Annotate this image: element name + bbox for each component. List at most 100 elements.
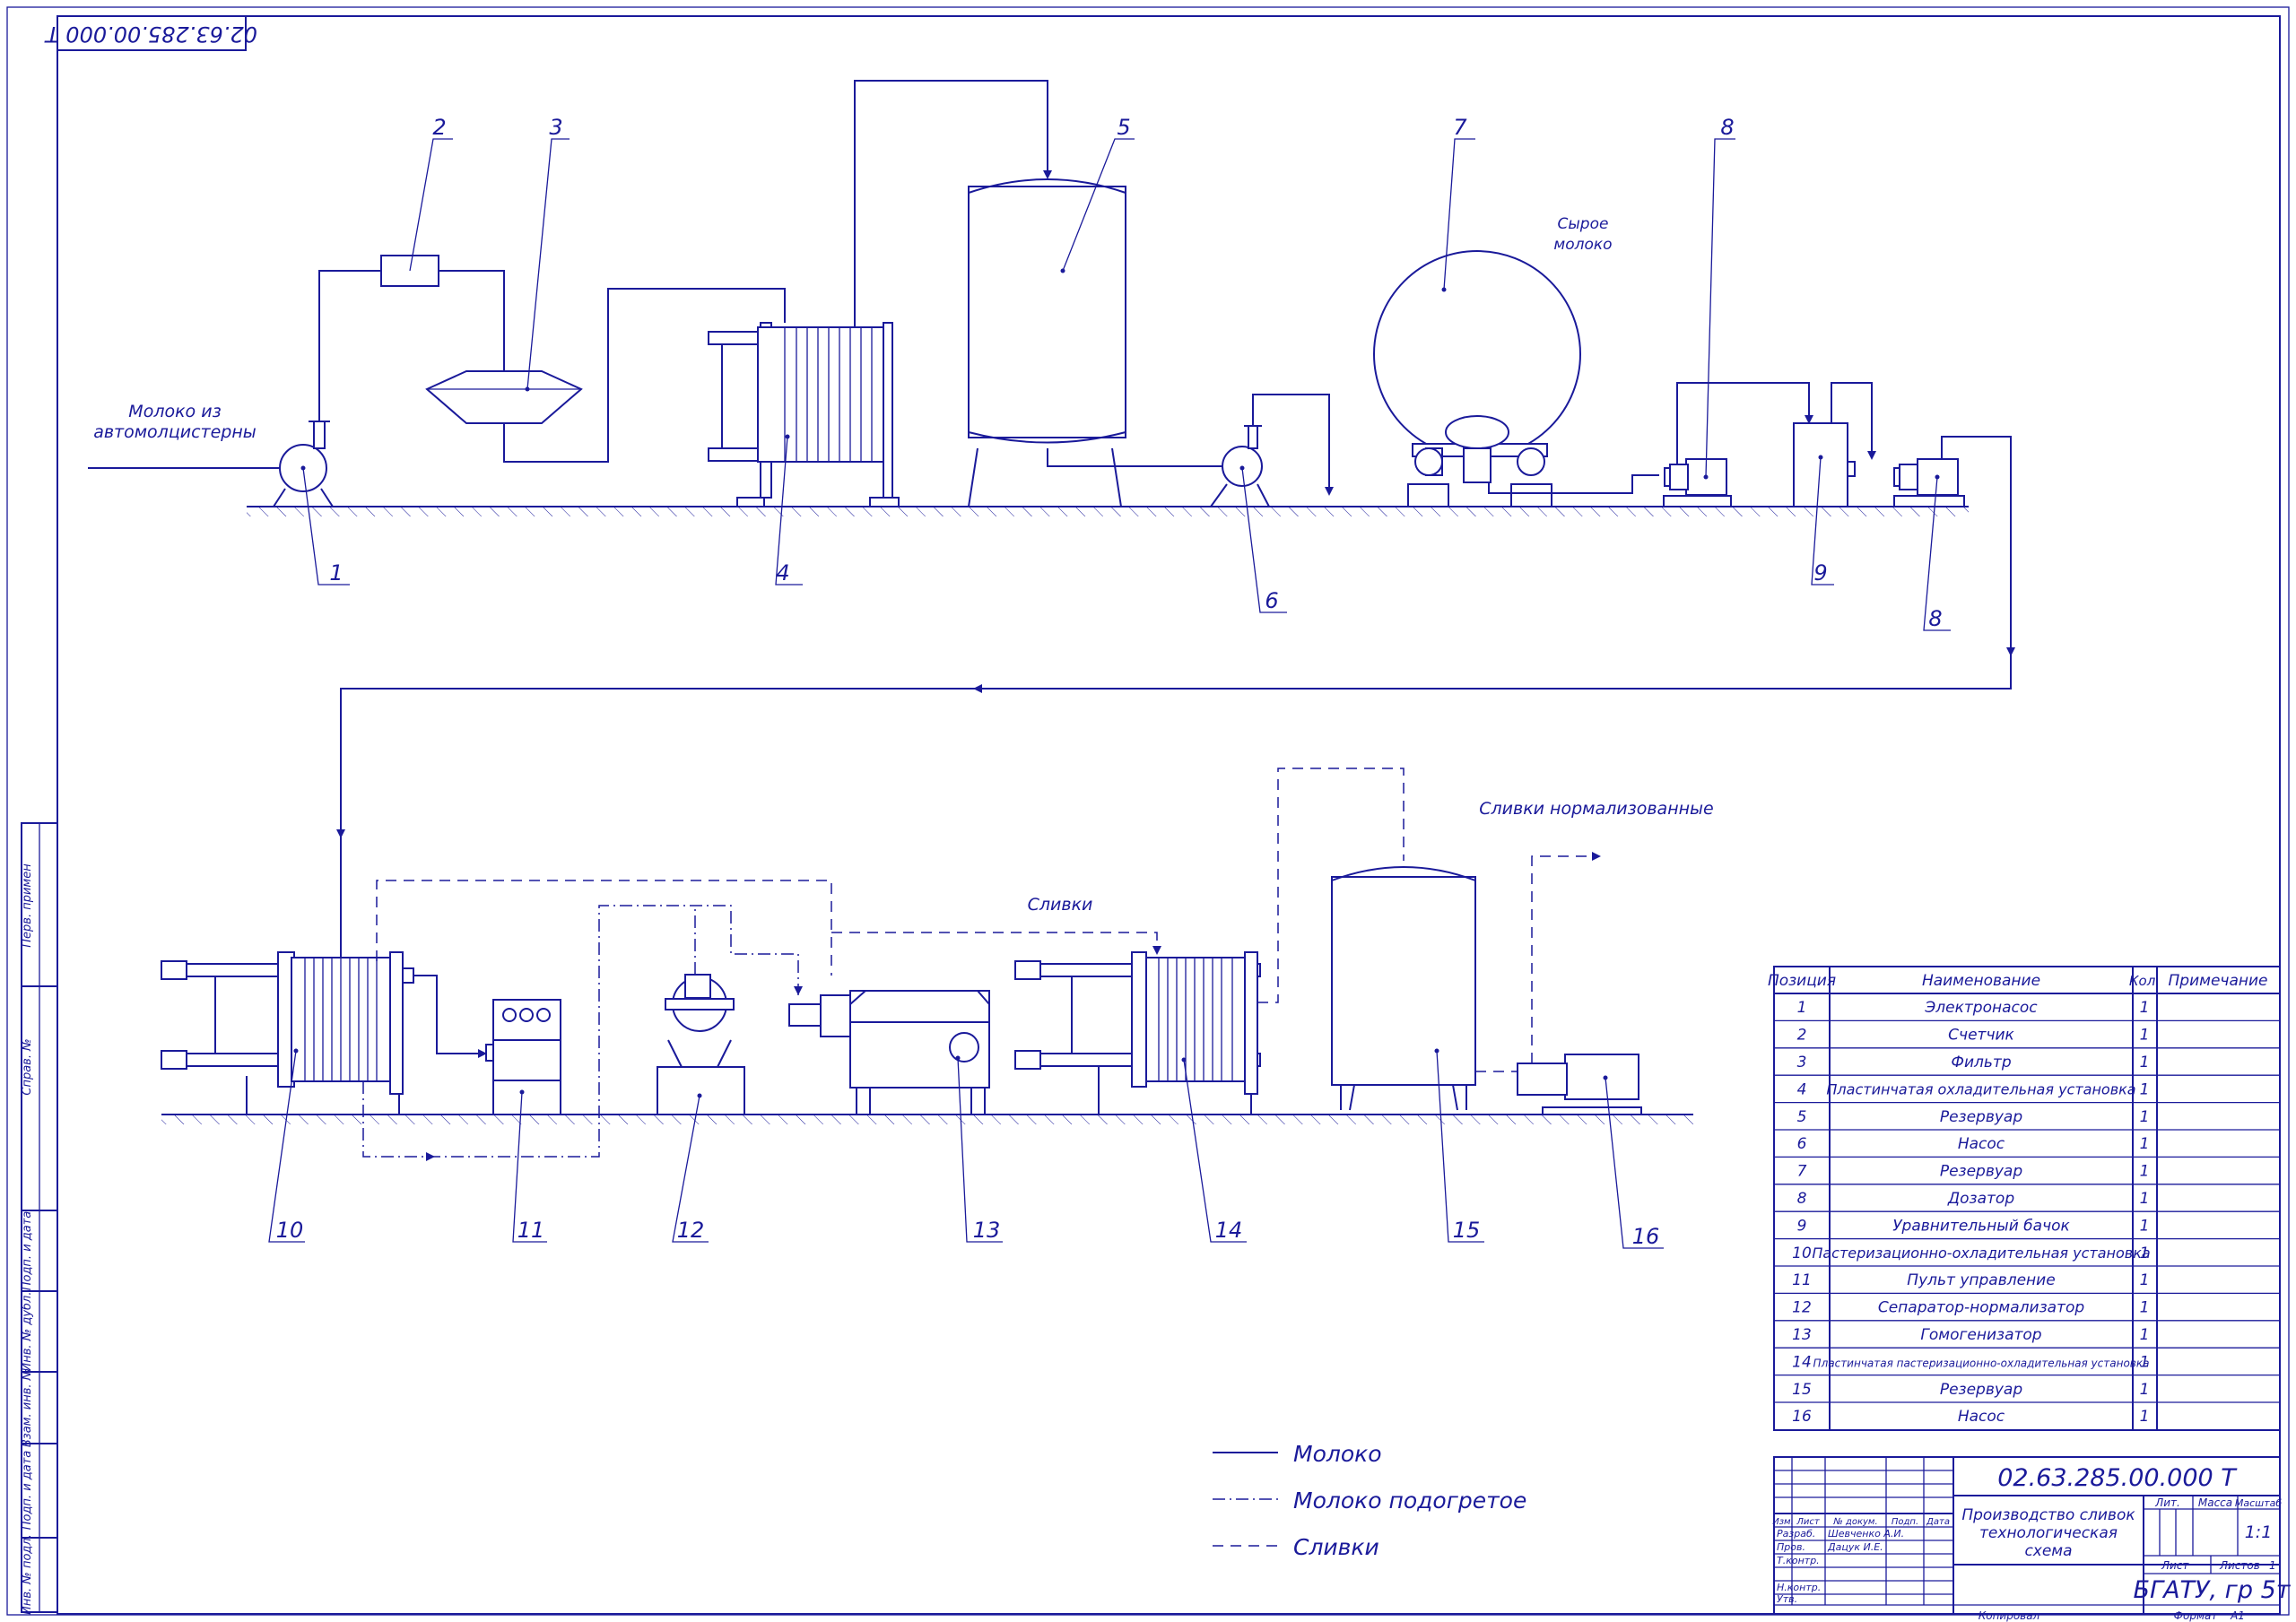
line-doser-to-row2 (340, 436, 2012, 961)
pos-13: 13 (973, 1218, 1001, 1243)
spec-cell-name: Резервуар (1940, 1381, 2022, 1399)
legend-label-cream: Сливки (1293, 1534, 1379, 1560)
tb-sheet: Лист (2161, 1559, 2189, 1572)
cream-line-normalized-out (1531, 855, 1596, 1063)
inner-frame (57, 15, 2281, 1615)
tb-sheets-n: 1 (2269, 1559, 2276, 1572)
spec-cell-pos: 8 (1797, 1190, 1807, 1208)
spec-cell-qty: 1 (2140, 1163, 2150, 1181)
milk-inlet-label-2: автомолцистерны (93, 422, 257, 442)
pos-8b: 8 (1928, 606, 1942, 631)
equalizing-tank-9 (1793, 422, 1856, 507)
spec-cell-qty: 1 (2140, 1217, 2150, 1235)
tb-role-tcontr: Т.контр. (1777, 1555, 1820, 1566)
tb-role-ncontr: Н.контр. (1777, 1582, 1821, 1593)
spec-cell-pos: 4 (1797, 1080, 1807, 1098)
leaders-bottom (268, 1050, 1664, 1249)
spec-cell-pos: 5 (1797, 1108, 1807, 1126)
electropump-1 (273, 421, 334, 507)
spec-cell-pos: 2 (1797, 1027, 1807, 1045)
control-panel-11 (485, 999, 561, 1115)
doser-8-left (1663, 458, 1732, 507)
pos-4: 4 (776, 560, 789, 585)
tb-title-3: схема (2024, 1542, 2072, 1560)
spec-cell-pos: 1 (1797, 999, 1807, 1017)
spec-cell-qty: 1 (2140, 1054, 2150, 1071)
line-10-to-panel (413, 975, 484, 1054)
pos-3: 3 (549, 115, 562, 140)
tb-col-date: Дата (1926, 1517, 1950, 1527)
spec-cell-qty: 1 (2140, 999, 2150, 1017)
homogenizer-13 (788, 990, 990, 1115)
title-block (1773, 1456, 2281, 1615)
line-tank5-to-pump6 (1047, 448, 1224, 467)
spec-cell-name: Насос (1958, 1135, 2005, 1153)
spec-cell-name: Пластинчатая охладительная установка (1826, 1080, 2135, 1097)
spec-cell-pos: 7 (1797, 1163, 1807, 1181)
pos-14: 14 (1215, 1218, 1243, 1243)
spec-cell-pos: 9 (1797, 1217, 1807, 1235)
tb-title-1: Производство сливок (1961, 1506, 2135, 1524)
spec-row-lines (1774, 1019, 2280, 1403)
line-tank7-to-doser (1488, 474, 1659, 494)
spec-cell-name: Электронасос (1924, 999, 2038, 1017)
cream-label: Сливки (1028, 895, 1093, 915)
strip-label-5: Взам. инв. № (21, 1368, 34, 1447)
spec-cell-qty: 1 (2140, 1080, 2150, 1098)
strip-label-4: Инв. № дубл. (21, 1292, 34, 1372)
pos-9: 9 (1813, 560, 1827, 585)
pos-6: 6 (1265, 588, 1278, 613)
spec-head-note: Примечание (2169, 972, 2268, 990)
tb-format: Формат (2174, 1609, 2219, 1622)
tb-scale-head: Масштаб (2235, 1497, 2282, 1509)
raw-milk-label-2: молоко (1553, 236, 1612, 254)
spec-head-pos: Позиция (1768, 972, 1836, 990)
tb-role-approve: Утв. (1777, 1593, 1797, 1605)
spec-cell-qty: 1 (2140, 1299, 2150, 1317)
line-filter-to-cooler (503, 288, 786, 463)
spec-cell-pos: 11 (1792, 1271, 1812, 1289)
cream-normalized-label: Сливки нормализованные (1479, 799, 1714, 819)
left-strip: Перв. примен Справ. № Подп. и дата Инв. … (21, 822, 58, 1615)
spec-cell-qty: 1 (2140, 1408, 2150, 1426)
outer-frame (6, 6, 2290, 1616)
pos-2: 2 (432, 115, 446, 140)
spec-cell-name: Пульт управление (1907, 1271, 2055, 1289)
spec-cell-name: Резервуар (1940, 1163, 2022, 1181)
plate-cooler-4 (708, 322, 900, 507)
spec-cell-qty: 1 (2140, 1108, 2150, 1126)
line-doser-to-tank9 (1676, 382, 1810, 464)
pump-6 (1210, 425, 1270, 507)
strip-label-7: Инв. № подл. (21, 1534, 34, 1615)
tb-title-2: технологическая (1979, 1524, 2118, 1542)
spec-cell-pos: 16 (1792, 1408, 1812, 1426)
spec-cell-pos: 3 (1797, 1054, 1807, 1071)
pos-1: 1 (329, 560, 343, 585)
tb-copied: Копировал (1979, 1609, 2040, 1622)
tb-col-list: Лист (1796, 1517, 1821, 1527)
heated-milk-line (362, 905, 799, 1158)
pos-15: 15 (1453, 1218, 1481, 1243)
strip-label-2: Справ. № (21, 1038, 34, 1095)
spec-cell-name: Насос (1958, 1408, 2005, 1426)
tb-col-sign: Подп. (1892, 1517, 1918, 1527)
tb-code: 02.63.285.00.000 Т (1997, 1464, 2238, 1492)
reservoir-7 (1373, 250, 1581, 507)
line-pump1-to-meter (318, 270, 381, 421)
legend (1213, 1452, 1278, 1547)
cream-line-sep-to-homog (376, 880, 832, 976)
cream-line-14-to-15 (1257, 768, 1405, 1003)
pump-16 (1517, 1054, 1642, 1115)
plate-pasteurizer-14 (1014, 951, 1261, 1115)
spec-cell-name: Дозатор (1947, 1190, 2014, 1208)
spec-cell-qty: 1 (2140, 1245, 2150, 1262)
strip-label-3: Подп. и дата (21, 1211, 34, 1291)
spec-cell-name: Пластинчатая пастеризационно-охладительн… (1813, 1357, 2150, 1369)
pos-12: 12 (677, 1218, 705, 1243)
tb-sheets: Листов (2219, 1559, 2260, 1572)
spec-cell-name: Сепаратор-нормализатор (1878, 1299, 2085, 1317)
spec-cell-pos: 13 (1792, 1326, 1812, 1344)
legend-label-heated: Молоко подогретое (1293, 1488, 1526, 1514)
floor-top (247, 506, 1969, 516)
